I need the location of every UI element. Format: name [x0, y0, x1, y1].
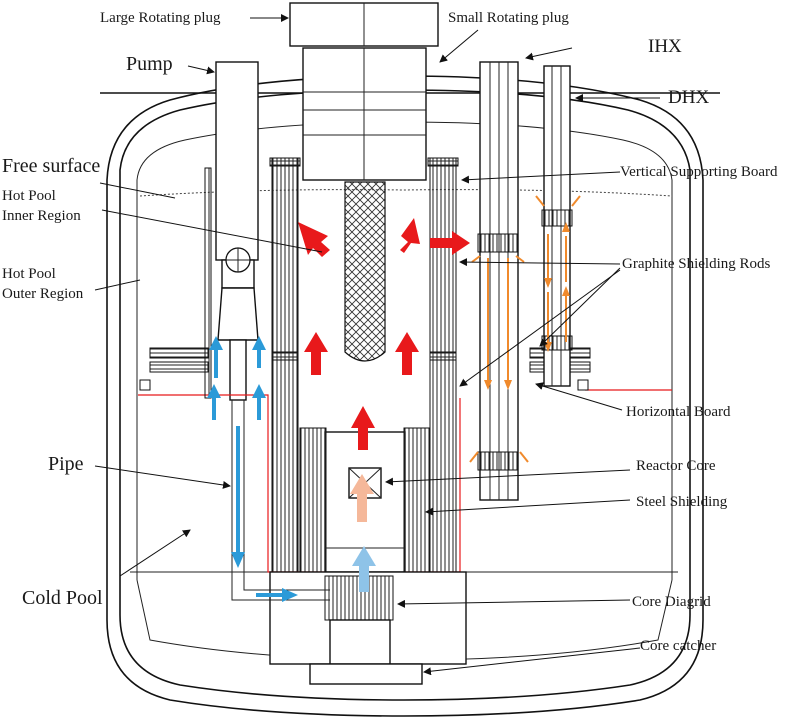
label-horizontal-board: Horizontal Board	[626, 404, 731, 420]
control-rod	[344, 181, 386, 362]
label-cold-pool: Cold Pool	[22, 587, 103, 609]
cold-flow-arrow	[231, 426, 245, 568]
label-small-rotating-plug: Small Rotating plug	[448, 10, 569, 26]
label-free-surface: Free surface	[2, 155, 100, 177]
label-large-rotating-plug: Large Rotating plug	[100, 10, 221, 26]
cold-flow-arrow	[252, 336, 266, 368]
hot-flow-arrow	[298, 222, 330, 257]
hot-flow-arrow	[430, 231, 470, 255]
core-catcher	[309, 663, 423, 685]
ihx-flow-arrows	[469, 195, 581, 463]
label-reactor-core: Reactor Core	[636, 458, 716, 474]
hot-flow-arrows	[298, 218, 470, 450]
label-core-catcher: Core catcher	[640, 638, 716, 654]
label-hot-pool-outer-1: Hot Pool	[2, 266, 56, 282]
large-rotating-plug	[302, 47, 427, 181]
cold-flow-arrows	[207, 336, 298, 602]
pipe	[231, 400, 330, 601]
label-core-diagrid: Core Diagrid	[632, 594, 711, 610]
label-ihx: IHX	[648, 36, 682, 57]
core-flow-arrow	[350, 474, 374, 522]
label-hot-pool-inner-2: Inner Region	[2, 208, 81, 224]
pump	[215, 61, 259, 401]
cold-flow-arrow	[207, 384, 221, 420]
label-dhx: DHX	[668, 87, 709, 108]
hot-flow-arrow	[395, 332, 419, 375]
graphite-shielding-rods	[269, 157, 459, 575]
ihx	[477, 61, 519, 501]
cold-flow-arrow	[252, 384, 266, 420]
hot-flow-arrow	[304, 332, 328, 375]
label-hot-pool-outer-2: Outer Region	[2, 286, 84, 302]
cold-flow-arrow	[256, 588, 298, 602]
label-pump: Pump	[126, 53, 173, 75]
free-surface-line	[139, 189, 673, 197]
label-vertical-supporting-board: Vertical Supporting Board	[620, 164, 778, 180]
core-inlet-arrow	[352, 546, 376, 592]
hot-flow-arrow	[400, 218, 420, 253]
label-pipe: Pipe	[48, 453, 84, 475]
leader-lines	[94, 14, 660, 676]
small-rotating-plug	[289, 2, 439, 47]
hot-pool-boundary	[205, 394, 461, 573]
hot-flow-arrow	[351, 406, 375, 450]
label-hot-pool-inner-1: Hot Pool	[2, 188, 56, 204]
label-graphite-shielding-rods: Graphite Shielding Rods	[622, 256, 770, 272]
label-steel-shielding: Steel Shielding	[636, 494, 728, 510]
cold-flow-arrow	[209, 336, 223, 378]
